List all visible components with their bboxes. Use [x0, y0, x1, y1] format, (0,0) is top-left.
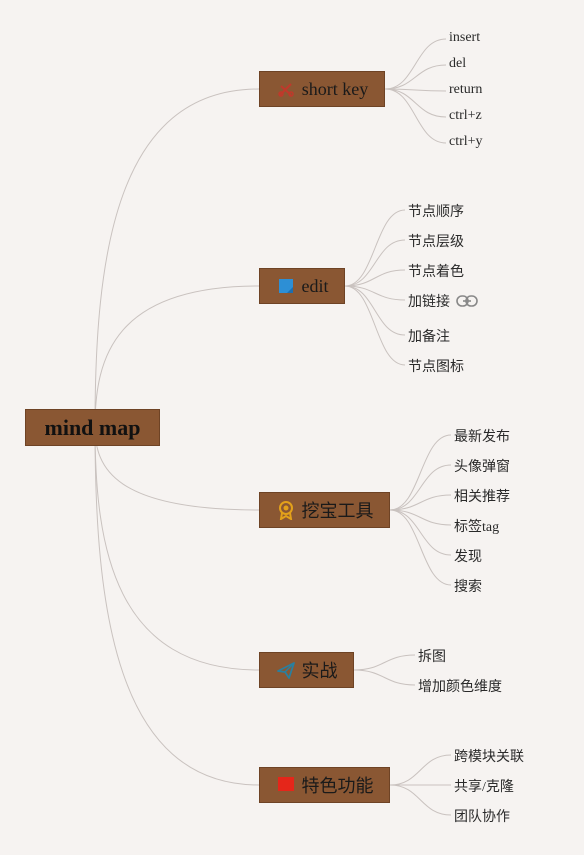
leaf-label: 拆图 — [418, 650, 446, 665]
root-connector — [94, 285, 260, 428]
leaf-node[interactable]: 团队协作 — [454, 806, 510, 826]
leaf-node[interactable]: 节点顺序 — [408, 201, 464, 221]
leaf-label: 节点着色 — [408, 265, 464, 280]
leaf-label: ctrl+z — [449, 108, 482, 123]
leaf-connector — [344, 285, 406, 336]
leaf-node[interactable]: 标签tag — [454, 516, 499, 536]
leaf-label: insert — [449, 30, 481, 45]
leaf-label: 跨模块关联 — [454, 750, 524, 765]
leaf-node[interactable]: 拆图 — [418, 646, 446, 666]
leaf-connector — [344, 209, 406, 287]
leaf-node[interactable]: 最新发布 — [454, 426, 510, 446]
branch-label: 实战 — [301, 661, 338, 681]
leaf-connector — [389, 784, 452, 816]
paper-plane-icon — [276, 660, 296, 680]
root-connector — [94, 426, 260, 786]
branch-node-treasure-tools[interactable]: 挖宝工具 — [259, 492, 390, 528]
leaf-node[interactable]: 搜索 — [454, 576, 482, 596]
root-connector — [94, 88, 260, 428]
leaf-connector — [384, 64, 447, 90]
leaf-label: 节点顺序 — [408, 205, 464, 220]
branch-node-features[interactable]: 特色功能 — [259, 767, 390, 803]
leaf-connector — [353, 669, 416, 686]
leaf-connector — [344, 285, 406, 301]
leaf-label: ctrl+y — [449, 134, 483, 149]
leaf-label: 发现 — [454, 550, 482, 565]
leaf-connector — [384, 88, 447, 118]
leaf-label: 团队协作 — [454, 810, 510, 825]
branch-label: 挖宝工具 — [301, 501, 374, 521]
root-node[interactable]: mind map — [25, 409, 160, 446]
leaf-connector — [389, 494, 452, 511]
leaf-connector — [389, 464, 452, 511]
leaf-node[interactable]: del — [449, 56, 466, 72]
leaf-node[interactable]: 节点着色 — [408, 261, 464, 281]
leaf-label: 标签tag — [454, 520, 500, 535]
leaf-connector — [384, 38, 447, 90]
flag-icon — [276, 276, 296, 296]
leaf-node[interactable]: 节点图标 — [408, 356, 464, 376]
leaf-connector — [389, 434, 452, 511]
leaf-label: 相关推荐 — [454, 490, 510, 505]
branch-label: 特色功能 — [301, 776, 374, 796]
leaf-node[interactable]: 节点层级 — [408, 231, 464, 251]
leaf-connector — [389, 754, 452, 786]
branch-label: short key — [301, 78, 369, 99]
branch-node-edit[interactable]: edit — [259, 268, 345, 304]
leaf-label: 加链接 — [408, 295, 450, 310]
leaf-connector — [389, 509, 452, 556]
leaf-node[interactable]: 共享/克隆 — [454, 776, 514, 796]
leaf-node[interactable]: ctrl+z — [449, 108, 482, 124]
leaf-connector — [389, 509, 452, 526]
leaf-connector — [384, 88, 447, 144]
leaf-label: 共享/克隆 — [454, 780, 514, 795]
leaf-label: return — [449, 82, 483, 97]
leaf-label: 节点图标 — [408, 360, 464, 375]
leaf-label: 搜索 — [454, 580, 482, 595]
leaf-label: 加备注 — [408, 330, 450, 345]
leaf-connector — [353, 654, 416, 671]
link-icon[interactable] — [456, 294, 478, 308]
leaf-label: 增加颜色维度 — [418, 680, 502, 695]
scissors-icon — [276, 79, 296, 99]
leaf-node[interactable]: 加备注 — [408, 326, 450, 346]
leaf-node[interactable]: 头像弹窗 — [454, 456, 510, 476]
leaf-label: 头像弹窗 — [454, 460, 510, 475]
leaf-label: 节点层级 — [408, 235, 464, 250]
branch-node-short-key[interactable]: short key — [259, 71, 385, 107]
root-connector — [94, 426, 260, 671]
root-label: mind map — [44, 414, 141, 440]
leaf-node[interactable]: insert — [449, 30, 480, 46]
leaf-node[interactable]: 发现 — [454, 546, 482, 566]
leaf-connector — [344, 285, 406, 366]
leaf-connector — [344, 269, 406, 287]
branch-label: edit — [301, 275, 329, 296]
leaf-connector — [344, 239, 406, 287]
leaf-node[interactable]: 跨模块关联 — [454, 746, 524, 766]
leaf-node[interactable]: 加链接 — [408, 291, 478, 311]
leaf-node[interactable]: return — [449, 82, 482, 98]
leaf-label: del — [449, 56, 467, 71]
branch-node-practice[interactable]: 实战 — [259, 652, 354, 688]
medal-icon — [276, 500, 296, 520]
leaf-label: 最新发布 — [454, 430, 510, 445]
leaf-node[interactable]: ctrl+y — [449, 134, 483, 150]
leaf-connector — [389, 509, 452, 586]
leaf-node[interactable]: 相关推荐 — [454, 486, 510, 506]
red-square-icon — [276, 775, 296, 795]
leaf-node[interactable]: 增加颜色维度 — [418, 676, 502, 696]
